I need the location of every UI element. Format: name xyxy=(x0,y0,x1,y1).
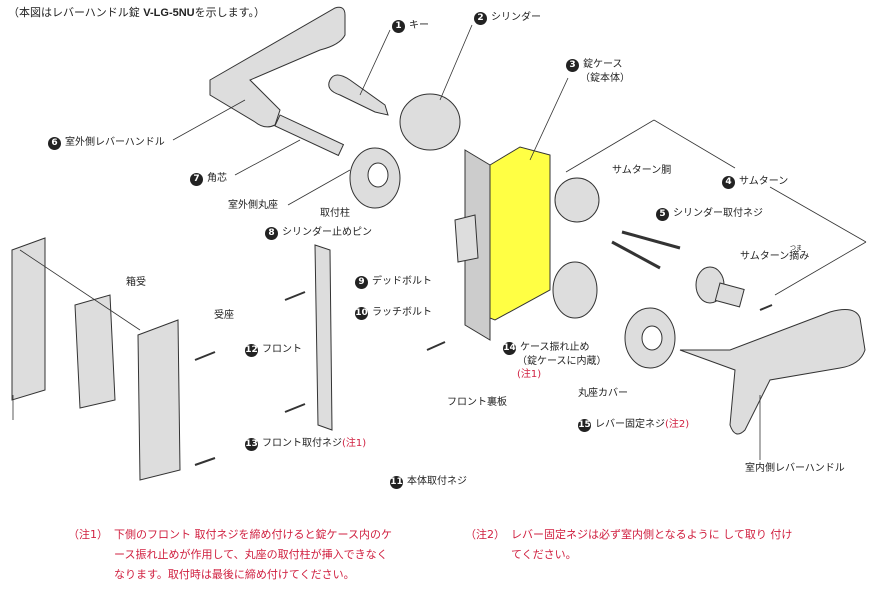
part-label-key: 1 キー xyxy=(392,19,429,33)
part-name: ラッチボルト xyxy=(372,307,432,318)
inner-rose xyxy=(552,261,598,319)
part-name: フロント xyxy=(262,344,302,355)
part-number: 13 xyxy=(245,438,258,451)
part-number: 14 xyxy=(503,342,516,355)
label-text: サムターン摘み xyxy=(740,251,810,262)
label-thumbturn-knob: つまサムターン摘み xyxy=(740,245,810,263)
part-label-cylinder: 2 シリンダー xyxy=(474,11,541,25)
note-ref: (注2) xyxy=(665,419,690,430)
spindle xyxy=(274,114,345,157)
part-label-outer-lever: 6 室外側レバーハンドル xyxy=(48,136,165,150)
part-number: 1 xyxy=(392,20,405,33)
label-rose-cover: 丸座カバー xyxy=(578,388,628,399)
key xyxy=(328,74,389,116)
part-name: ケース振れ止め xyxy=(520,342,590,353)
part-label-cylinder-pin: 8 シリンダー止めピン xyxy=(265,226,372,240)
part-label-front-screw: 13 フロント取付ネジ(注1) xyxy=(245,437,366,451)
part-label-front: 12 フロント xyxy=(245,343,302,357)
thumbturn-body xyxy=(554,177,600,223)
note-line: レバー固定ネジは必ず室内側となるように して取り 付け xyxy=(511,528,793,541)
note-2: （注2） レバー固定ネジは必ず室内側となるように して取り 付けてください。 xyxy=(465,525,865,565)
part-name: デッドボルト xyxy=(372,276,432,287)
note-ref: (注1) xyxy=(517,369,542,380)
part-number: 7 xyxy=(190,173,203,186)
part-label-cylinder-screw: 5 シリンダー取付ネジ xyxy=(656,207,763,221)
outer-lever-handle xyxy=(209,6,346,128)
label-front-backplate: フロント裏板 xyxy=(447,397,507,408)
part-label-latchbolt: 10 ラッチボルト xyxy=(355,306,432,320)
part-name: 室外側レバーハンドル xyxy=(65,137,165,148)
note-1: （注1） 下側のフロント 取付ネジを締め付けると錠ケース内のケース振れ止めが作用… xyxy=(68,525,468,585)
part-label-body-screw: 11 本体取付ネジ xyxy=(390,475,467,489)
label-strike-plate: 受座 xyxy=(214,310,234,321)
part-name: 錠ケース xyxy=(583,59,623,70)
label-mounting-post: 取付柱 xyxy=(320,208,350,219)
label-thumbturn-body: サムターン胴 xyxy=(612,165,672,176)
part-label-spindle: 7 角芯 xyxy=(190,172,227,186)
part-number: 6 xyxy=(48,137,61,150)
part-number: 8 xyxy=(265,227,278,240)
ruby-text: つま xyxy=(790,245,803,252)
note-line: 下側のフロント 取付ネジを締め付けると錠ケース内のケ xyxy=(114,528,392,541)
part-label-lever-screw: 15 レバー固定ネジ(注2) xyxy=(578,418,689,432)
box-strike xyxy=(74,294,116,409)
lock-case xyxy=(489,146,551,321)
part-name: キー xyxy=(409,20,429,31)
label-outer-rose: 室外側丸座 xyxy=(228,200,278,211)
note-ref: (注1) xyxy=(342,438,367,449)
part-name: シリンダー取付ネジ xyxy=(673,208,763,219)
strike-plate xyxy=(137,319,181,481)
part-number: 3 xyxy=(566,59,579,72)
label-box-strike: 箱受 xyxy=(126,277,146,288)
part-label-case-stabilizer: 14 ケース振れ止め （錠ケースに内蔵） (注1) xyxy=(503,341,607,381)
part-number: 10 xyxy=(355,307,368,320)
caption-suffix: を示します。） xyxy=(194,6,266,19)
part-number: 2 xyxy=(474,12,487,25)
part-number: 5 xyxy=(656,208,669,221)
part-number: 12 xyxy=(245,344,258,357)
part-name: シリンダー xyxy=(491,12,541,23)
part-number: 4 xyxy=(722,176,735,189)
part-number: 11 xyxy=(390,476,403,489)
label-inner-lever: 室内側レバーハンドル xyxy=(745,463,845,474)
note-line: ース振れ止めが作用して、丸座の取付柱が挿入できなく xyxy=(114,548,388,561)
note-line: なります。取付時は最後に締め付けてください。 xyxy=(114,568,355,581)
front xyxy=(314,244,333,431)
part-name: 角芯 xyxy=(207,173,227,184)
part-number: 9 xyxy=(355,276,368,289)
part-name: 本体取付ネジ xyxy=(407,476,467,487)
note-tag: （注2） xyxy=(465,528,505,541)
caption-prefix: （本図はレバーハンドル錠 xyxy=(8,6,144,19)
part-name: シリンダー止めピン xyxy=(282,227,372,238)
inner-lever-handle xyxy=(679,309,866,435)
part-name: サムターン xyxy=(739,176,789,187)
part-sub: （錠ケースに内蔵） xyxy=(517,356,607,367)
part-name: レバー固定ネジ xyxy=(595,419,665,430)
note-tag: （注1） xyxy=(68,528,108,541)
part-label-thumbturn: 4 サムターン xyxy=(722,175,788,189)
part-sub: （錠本体） xyxy=(580,73,630,84)
part-label-deadbolt: 9 デッドボルト xyxy=(355,275,432,289)
cylinder xyxy=(399,93,461,151)
diagram-caption: （本図はレバーハンドル錠 V-LG-5NUを示します。） xyxy=(8,4,265,20)
part-number: 15 xyxy=(578,419,591,432)
strike-box-frame xyxy=(11,237,46,401)
part-name: フロント取付ネジ xyxy=(262,438,342,449)
model-number: V-LG-5NU xyxy=(143,7,195,19)
part-label-lock-case: 3 錠ケース （錠本体） xyxy=(566,58,630,85)
note-line: てください。 xyxy=(511,548,577,561)
